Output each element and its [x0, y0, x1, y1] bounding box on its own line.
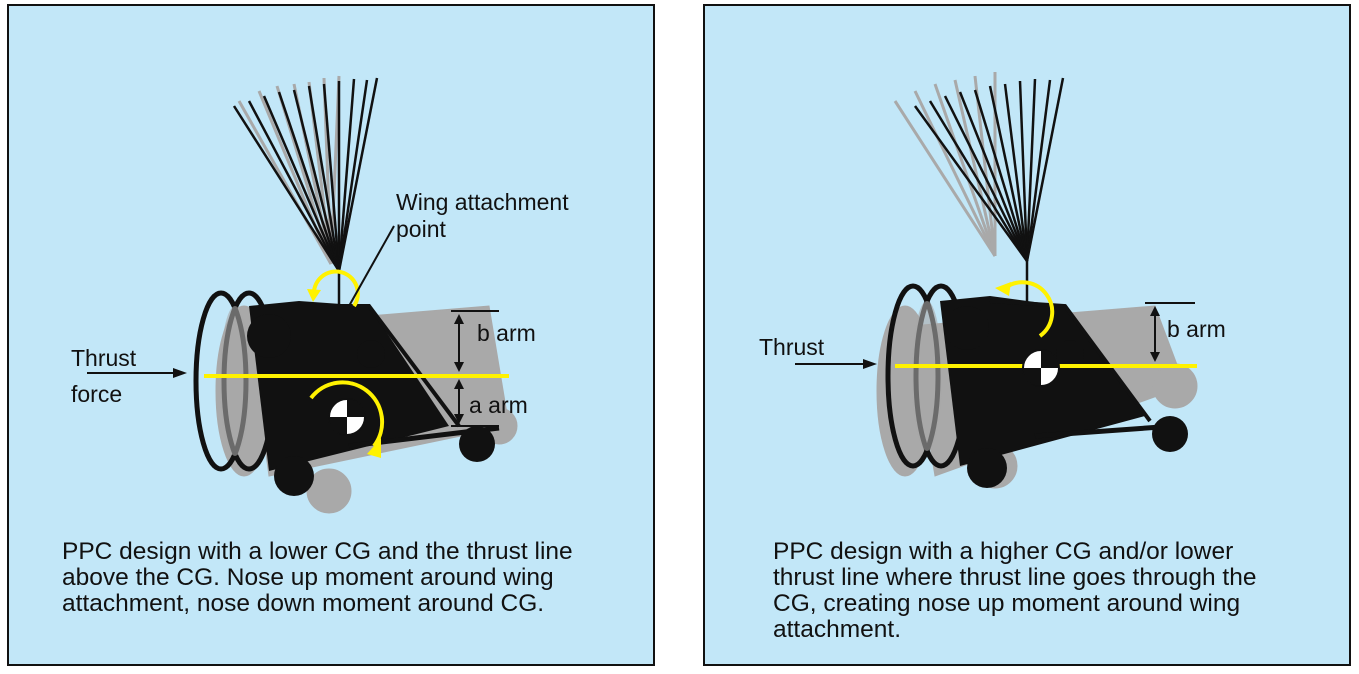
- right-panel: Thrust b arm PPC design with a higher CG…: [703, 4, 1351, 666]
- a-arm-dimension: [451, 379, 499, 427]
- b-arm-dimension: [1145, 302, 1195, 362]
- left-panel: Wing attachment point Thrust force b arm…: [7, 4, 655, 666]
- right-diagram: [795, 72, 1198, 489]
- thrust-force-arrow: [87, 368, 187, 378]
- wing-moment-arrow: [1003, 280, 1055, 338]
- a-arm-label: a arm: [469, 392, 528, 418]
- caption-line-3: CG, creating nose up moment around wing: [773, 590, 1241, 617]
- b-arm-label: b arm: [477, 320, 536, 346]
- wing-moment-arrow: [311, 269, 360, 308]
- caption-line-3: attachment, nose down moment around CG.: [62, 590, 545, 617]
- caption-line-1: PPC design with a higher CG and/or lower: [773, 538, 1234, 565]
- wing-attachment-label: Wing attachment: [396, 189, 569, 215]
- thrust-force-label-2: force: [71, 381, 123, 407]
- wing-attachment-label-2: point: [396, 216, 446, 242]
- left-diagram: [87, 75, 518, 514]
- cg-symbol: [1022, 349, 1060, 387]
- caption-line-2: above the CG. Nose up moment around wing: [62, 564, 554, 591]
- canopy-lines: [913, 77, 1065, 306]
- caption-line-1: PPC design with a lower CG and the thrus…: [62, 538, 573, 565]
- cg-symbol: [328, 398, 366, 436]
- thrust-arrow: [795, 359, 877, 369]
- b-arm-dimension: [451, 310, 499, 372]
- caption-line-4: attachment.: [773, 616, 902, 643]
- thrust-label: Thrust: [759, 334, 825, 360]
- thrust-force-label: Thrust: [71, 345, 137, 371]
- wing-leader-line: [348, 225, 395, 307]
- canopy-lines: [232, 77, 379, 306]
- caption-line-2: thrust line where thrust line goes throu…: [773, 564, 1257, 591]
- cg-moment-arrow: [309, 380, 385, 448]
- b-arm-label: b arm: [1167, 316, 1226, 342]
